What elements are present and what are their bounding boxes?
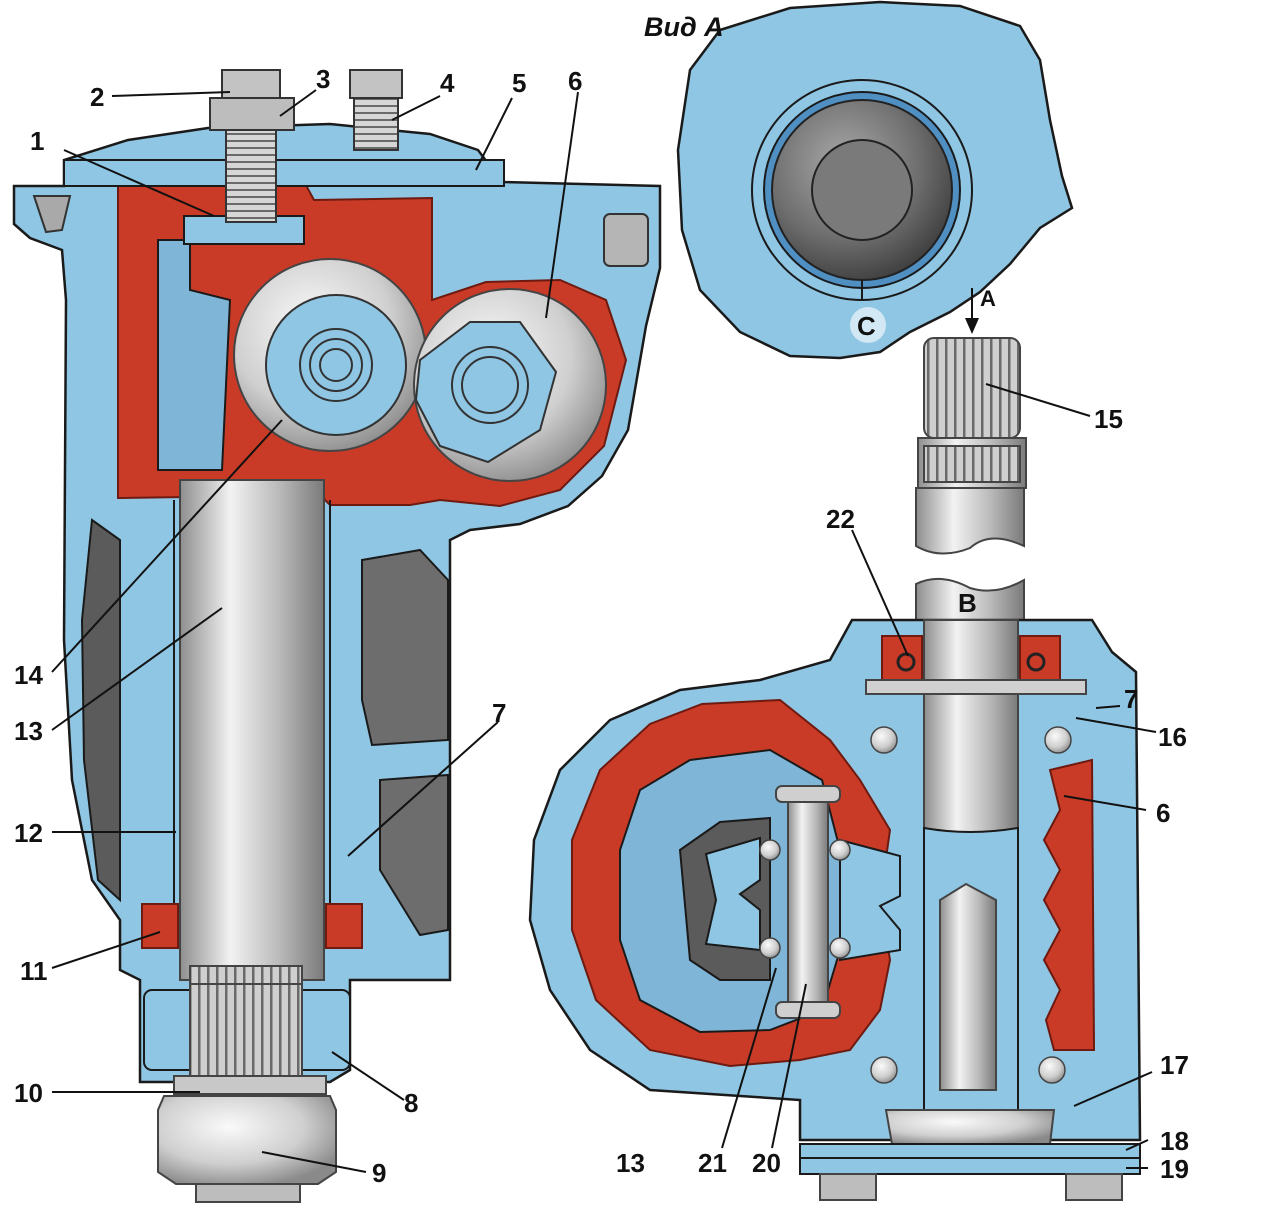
- top-cover: [63, 159, 505, 187]
- shaft-seal-left: [141, 903, 179, 949]
- label-11: 11: [20, 956, 48, 986]
- input-shaft-upper: [915, 487, 1025, 555]
- label-12: 12: [14, 818, 43, 848]
- label-22: 22: [826, 504, 855, 534]
- right-section-view: [528, 337, 1142, 1201]
- right-label-13: 13: [616, 1148, 645, 1178]
- input-shaft-lower: [915, 577, 1025, 621]
- bearing-ball: [1044, 726, 1072, 754]
- label-10: 10: [14, 1078, 43, 1108]
- input-shaft-splines: [923, 337, 1021, 439]
- letter-b: В: [958, 588, 977, 618]
- label-13: 13: [14, 716, 43, 746]
- label-18: 18: [1160, 1126, 1189, 1156]
- letter-a: А: [980, 286, 996, 311]
- label-14: 14: [14, 660, 43, 690]
- bottom-cover: [799, 1157, 1141, 1175]
- adjusting-screw-thread: [225, 129, 277, 223]
- view-a-title: Вид А: [644, 12, 724, 42]
- ball: [829, 937, 851, 959]
- sector-shaft: [179, 479, 325, 981]
- side-plug: [603, 213, 649, 267]
- shim: [799, 1143, 1141, 1159]
- bearing-ball: [870, 1056, 898, 1084]
- right-label-7: 7: [1124, 684, 1138, 714]
- filler-plug-head: [349, 69, 403, 99]
- label-19: 19: [1160, 1154, 1189, 1184]
- ball: [829, 839, 851, 861]
- housing-rib-window: [361, 548, 449, 747]
- shaft-seal-right: [325, 903, 363, 949]
- lock-nut: [209, 97, 295, 131]
- worm-hub: [414, 321, 558, 464]
- mounting-boss: [32, 195, 72, 234]
- ball-guide-pin: [787, 789, 829, 1015]
- right-label-6: 6: [1156, 798, 1170, 828]
- lock-washer: [173, 1075, 327, 1095]
- bearing-ball: [1038, 1056, 1066, 1084]
- lower-bearing-race: [884, 1109, 1056, 1145]
- roller-hub: [265, 294, 407, 436]
- label-2: 2: [90, 82, 104, 112]
- letter-c: С: [857, 311, 876, 341]
- bipod-nut: [157, 1095, 337, 1185]
- sector-teeth: [1042, 758, 1096, 1051]
- label-6: 6: [568, 66, 582, 96]
- label-5: 5: [512, 68, 526, 98]
- cover-bolt-right: [1065, 1173, 1123, 1201]
- label-15: 15: [1094, 404, 1123, 434]
- bearing-cup-top: [865, 679, 1087, 695]
- label-9: 9: [372, 1158, 386, 1188]
- filler-plug-thread: [353, 97, 399, 151]
- label-3: 3: [316, 64, 330, 94]
- label-16: 16: [1158, 722, 1187, 752]
- label-1: 1: [30, 126, 44, 156]
- view-a: [676, 0, 1074, 360]
- label-4: 4: [440, 68, 455, 98]
- left-section-view: [12, 69, 662, 1203]
- ball: [759, 937, 781, 959]
- arrow-head: [965, 318, 979, 334]
- bearing-ball: [870, 726, 898, 754]
- label-7: 7: [492, 698, 506, 728]
- label-20: 20: [752, 1148, 781, 1178]
- label-21: 21: [698, 1148, 727, 1178]
- leader-lines: [51, 89, 1157, 1173]
- housing-window: [80, 518, 121, 903]
- worm-spindle: [939, 882, 997, 1091]
- adjusting-screw-head: [221, 69, 281, 101]
- cover-bolt-left: [819, 1173, 877, 1201]
- input-seal-right: [1019, 635, 1061, 681]
- label-17: 17: [1160, 1050, 1189, 1080]
- label-8: 8: [404, 1088, 418, 1118]
- ball: [759, 839, 781, 861]
